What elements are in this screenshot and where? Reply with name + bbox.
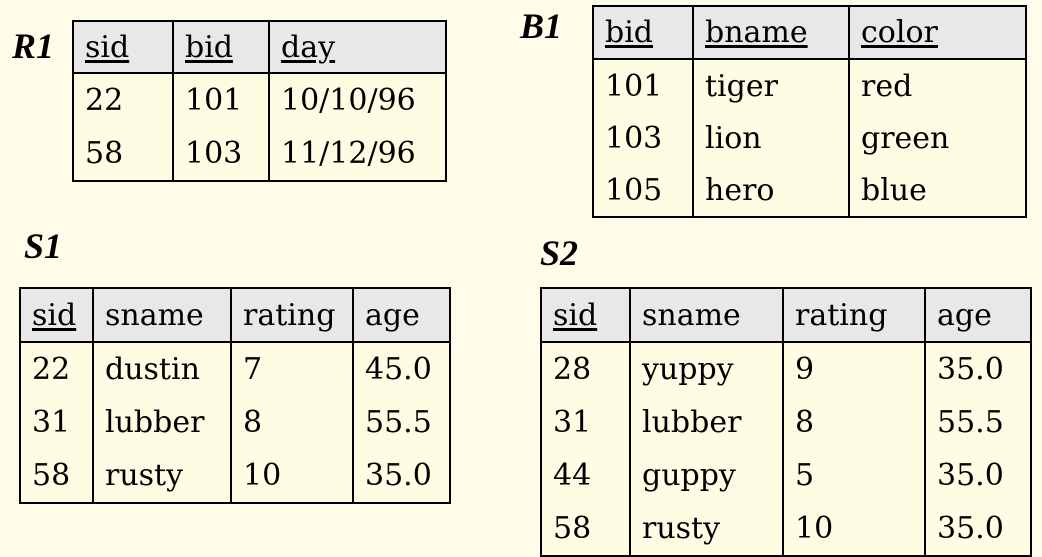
table-cell-sid: 58	[72, 127, 174, 181]
table-cell-rating: 8	[230, 396, 354, 449]
table-cell-bid: 101	[592, 59, 694, 112]
table-cell-sid: 31	[19, 396, 94, 449]
column-header-sname: sname	[92, 288, 232, 343]
table-cell-sname: guppy	[629, 449, 784, 502]
relation-name-b1: B1	[520, 6, 563, 46]
table-cell-color: green	[848, 112, 1027, 164]
table-cell-age: 45.0	[352, 342, 451, 396]
table-cell-sname: lubber	[629, 396, 784, 449]
table-cell-bid: 105	[592, 164, 694, 217]
table-cell-sname: dustin	[92, 342, 232, 396]
column-header-color: color	[848, 6, 1027, 60]
table-cell-day: 11/12/96	[268, 127, 447, 181]
table-cell-sname: yuppy	[629, 342, 784, 396]
table-cell-bname: hero	[692, 164, 850, 217]
table-cell-age: 35.0	[924, 449, 1032, 502]
table-cell-age: 55.5	[352, 396, 451, 449]
table-cell-day: 10/10/96	[268, 73, 447, 127]
table-cell-bid: 103	[592, 112, 694, 164]
column-header-bid: bid	[592, 6, 694, 60]
table-cell-rating: 10	[230, 449, 354, 503]
table-cell-rating: 7	[230, 342, 354, 396]
column-header-sid: sid	[72, 21, 174, 74]
table-cell-sname: rusty	[629, 502, 784, 556]
table-cell-sid: 44	[540, 449, 631, 502]
table-cell-sid: 22	[19, 342, 94, 396]
column-header-rating: rating	[782, 288, 926, 343]
table-cell-rating: 8	[782, 396, 926, 449]
table-cell-rating: 5	[782, 449, 926, 502]
table-cell-age: 35.0	[352, 449, 451, 503]
table-cell-sname: rusty	[92, 449, 232, 503]
table-cell-age: 55.5	[924, 396, 1032, 449]
table-cell-rating: 10	[782, 502, 926, 556]
column-header-age: age	[924, 288, 1032, 343]
column-header-day: day	[268, 21, 447, 74]
column-header-sid: sid	[19, 288, 94, 343]
table-cell-sid: 58	[19, 449, 94, 503]
table-cell-age: 35.0	[924, 502, 1032, 556]
table-cell-bid: 103	[172, 127, 270, 181]
relation-name-s2: S2	[540, 233, 579, 273]
column-header-bname: bname	[692, 6, 850, 60]
table-cell-sid: 31	[540, 396, 631, 449]
table-cell-bname: tiger	[692, 59, 850, 112]
relation-name-s1: S1	[24, 226, 63, 266]
table-cell-sname: lubber	[92, 396, 232, 449]
relation-name-r1: R1	[12, 26, 55, 66]
column-header-age: age	[352, 288, 451, 343]
table-cell-sid: 22	[72, 73, 174, 127]
table-cell-bname: lion	[692, 112, 850, 164]
column-header-sname: sname	[629, 288, 784, 343]
column-header-sid: sid	[540, 288, 631, 343]
column-header-rating: rating	[230, 288, 354, 343]
table-cell-color: red	[848, 59, 1027, 112]
table-cell-age: 35.0	[924, 342, 1032, 396]
table-cell-rating: 9	[782, 342, 926, 396]
table-cell-sid: 28	[540, 342, 631, 396]
table-cell-color: blue	[848, 164, 1027, 217]
column-header-bid: bid	[172, 21, 270, 74]
table-cell-bid: 101	[172, 73, 270, 127]
table-cell-sid: 58	[540, 502, 631, 556]
